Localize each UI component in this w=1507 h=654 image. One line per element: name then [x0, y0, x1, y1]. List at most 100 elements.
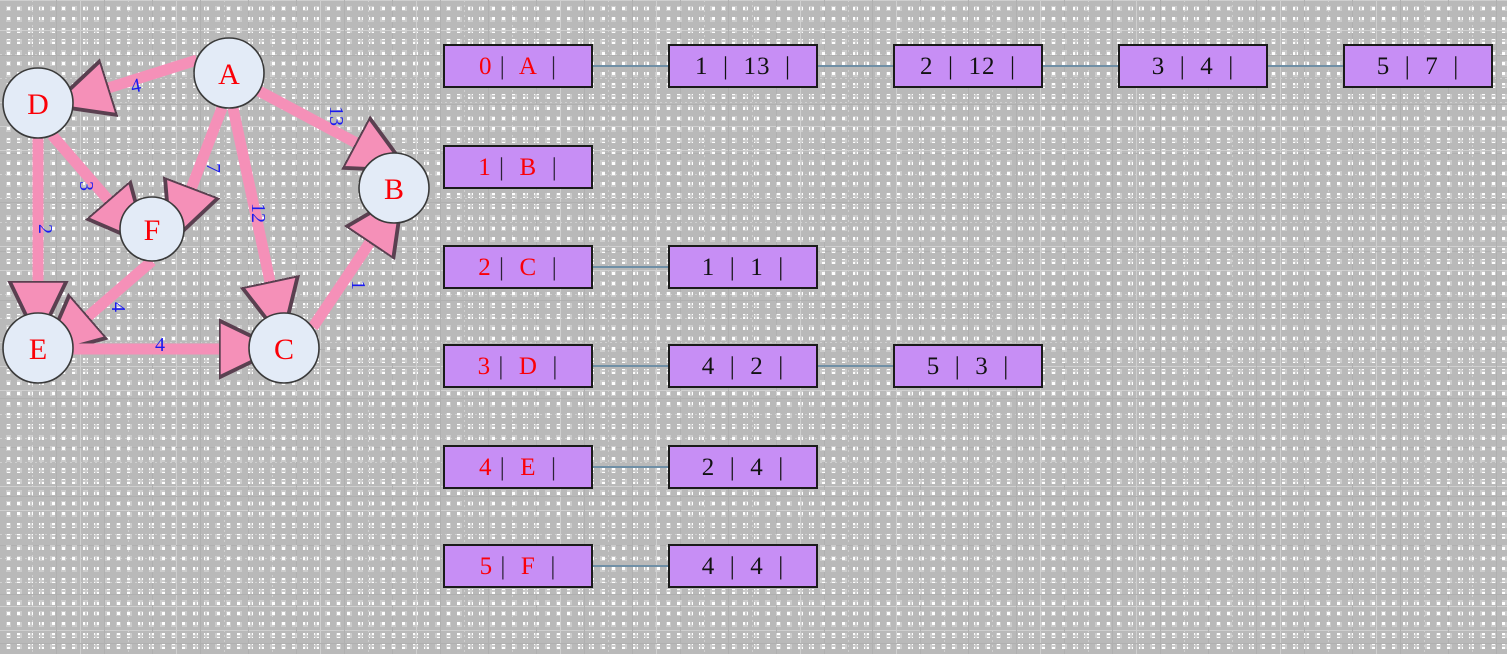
adj-node-text: 5 | 3 |	[927, 354, 1010, 379]
adj-head-a[interactable]: 0 | A |	[443, 44, 593, 88]
edge-weight-a-f: 7	[202, 163, 224, 173]
node-label: B	[384, 173, 404, 206]
adj-node-weight: 2	[750, 352, 764, 380]
edges-layer	[38, 54, 383, 349]
adj-node-a-2[interactable]: 3 | 4 |	[1118, 44, 1268, 88]
separator-bar: |	[715, 552, 751, 580]
adj-head-b[interactable]: 1 | B |	[443, 145, 593, 189]
adj-node-a-0[interactable]: 1 | 13 |	[668, 44, 818, 88]
separator-bar: |	[988, 352, 1010, 380]
separator-bar: |	[537, 253, 558, 281]
adj-head-e[interactable]: 4 | E |	[443, 445, 593, 489]
separator-bar: |	[715, 453, 751, 481]
adj-head-index: 1	[478, 153, 492, 181]
adj-node-e-0[interactable]: 2 | 4 |	[668, 445, 818, 489]
edge-A-C	[227, 106, 275, 305]
node-label: A	[218, 58, 240, 91]
separator-bar: |	[763, 253, 785, 281]
adj-head-name: E	[520, 453, 537, 481]
nodes-layer: A B C D E F	[2, 37, 430, 384]
adj-node-weight: 4	[750, 453, 764, 481]
adj-node-text: 2 | 12 |	[920, 54, 1016, 79]
adj-node-text: 4 | 4 |	[702, 554, 785, 579]
separator-bar: |	[940, 352, 976, 380]
edge-weight-a-d: 4	[129, 74, 143, 98]
separator-bar: |	[536, 52, 558, 80]
adj-head-index: 0	[478, 52, 493, 80]
edge-weight-c-b: 1	[347, 280, 369, 290]
adj-head-index: 2	[478, 253, 492, 281]
adj-head-c[interactable]: 2 | C |	[443, 245, 593, 289]
node-label: D	[27, 88, 49, 121]
adj-node-target: 2	[701, 453, 716, 481]
adj-node-f-0[interactable]: 4 | 4 |	[668, 544, 818, 588]
adj-node-a-3[interactable]: 5 | 7 |	[1343, 44, 1493, 88]
adj-node-weight: 7	[1425, 52, 1439, 80]
graph-node-e[interactable]: E	[2, 312, 74, 384]
adj-head-index: 4	[478, 453, 493, 481]
separator-bar: |	[708, 52, 744, 80]
separator-bar: |	[536, 453, 558, 481]
node-circle	[358, 152, 430, 224]
adj-head-text: 3 | D |	[478, 354, 559, 379]
edge-weight-a-c: 12	[247, 203, 269, 223]
adj-head-name: D	[518, 352, 538, 380]
separator-bar: |	[537, 352, 559, 380]
graph-node-b[interactable]: B	[358, 152, 430, 224]
separator-bar: |	[1165, 52, 1201, 80]
separator-bar: |	[763, 453, 785, 481]
separator-bar: |	[491, 253, 520, 281]
adj-node-target: 4	[701, 352, 716, 380]
separator-bar: |	[763, 552, 785, 580]
separator-bar: |	[535, 552, 557, 580]
edge-weight-d-e: 2	[34, 224, 56, 234]
adj-head-text: 0 | A |	[479, 54, 557, 79]
edge-C-B	[308, 223, 383, 331]
edge-F-E	[70, 256, 156, 332]
separator-bar: |	[1213, 52, 1235, 80]
adj-head-name: F	[520, 552, 536, 580]
adj-node-a-1[interactable]: 2 | 12 |	[893, 44, 1043, 88]
edge-weight-a-b: 13	[325, 106, 347, 126]
node-circle	[2, 312, 74, 384]
adj-head-f[interactable]: 5 | F |	[443, 544, 593, 588]
separator-bar: |	[491, 153, 520, 181]
adj-node-weight: 3	[975, 352, 989, 380]
adj-head-text: 2 | C |	[478, 255, 557, 280]
edge-D-F	[47, 131, 124, 218]
adj-node-target: 3	[1151, 52, 1166, 80]
edge-weight-e-c: 4	[155, 334, 165, 356]
graph-node-a[interactable]: A	[193, 37, 265, 109]
adj-node-target: 5	[926, 352, 941, 380]
node-circle	[248, 312, 320, 384]
adj-node-target: 5	[1376, 52, 1391, 80]
adj-node-target: 4	[701, 552, 716, 580]
node-label: C	[274, 333, 294, 366]
graph-node-c[interactable]: C	[248, 312, 320, 384]
separator-bar: |	[995, 52, 1017, 80]
adj-node-text: 1 | 13 |	[695, 54, 791, 79]
adj-head-name: B	[519, 153, 538, 181]
adj-head-text: 4 | E |	[479, 455, 557, 480]
adj-node-text: 2 | 4 |	[702, 455, 785, 480]
adj-head-index: 5	[479, 552, 494, 580]
adj-node-weight: 12	[968, 52, 996, 80]
adj-node-text: 1 | 1 |	[702, 255, 785, 280]
adj-node-target: 1	[701, 253, 716, 281]
adj-node-c-0[interactable]: 1 | 1 |	[668, 245, 818, 289]
separator-bar: |	[933, 52, 969, 80]
separator-bar: |	[763, 352, 785, 380]
adj-node-text: 3 | 4 |	[1152, 54, 1235, 79]
adj-node-text: 4 | 2 |	[702, 354, 785, 379]
graph-node-f[interactable]: F	[119, 196, 185, 262]
adj-node-d-0[interactable]: 4 | 2 |	[668, 344, 818, 388]
graph-node-d[interactable]: D	[2, 67, 74, 139]
separator-bar: |	[493, 552, 521, 580]
adj-head-d[interactable]: 3 | D |	[443, 344, 593, 388]
adj-node-d-1[interactable]: 5 | 3 |	[893, 344, 1043, 388]
edge-weight-d-f: 3	[75, 181, 97, 191]
node-label: F	[144, 214, 161, 247]
